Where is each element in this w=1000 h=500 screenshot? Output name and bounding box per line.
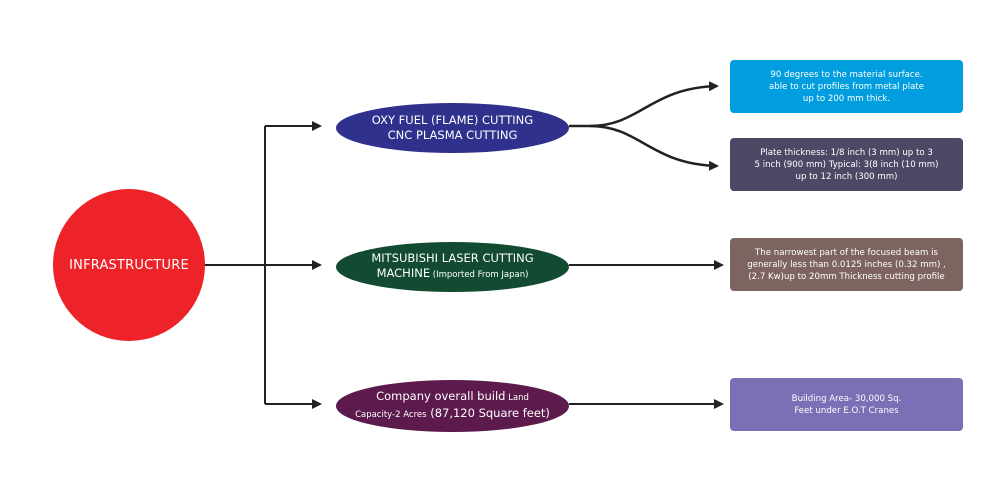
arrow-branch-1-to-box-2 [589, 124, 719, 171]
detail-box-1-line: 90 degrees to the material surface. [770, 69, 923, 80]
detail-box-flame-cutting: 90 degrees to the material surface. able… [730, 60, 963, 113]
detail-box-1-line: able to cut profiles from metal plate [768, 81, 925, 92]
detail-box-4-line: Feet under E.O.T Cranes [794, 405, 899, 416]
detail-box-building-area: Building Area- 30,000 Sq. Feet under E.O… [730, 378, 963, 431]
branch-3-line-1-wrap: Company overall build Land [376, 389, 529, 406]
branch-node-laser-cutting: MITSUBISHI LASER CUTTING MACHINE (Import… [336, 242, 569, 292]
detail-box-laser-cutting: The narrowest part of the focused beam i… [730, 238, 963, 291]
branch-1-line-2: CNC PLASMA CUTTING [387, 128, 518, 142]
detail-box-3-line: (2.7 Kw)up to 20mm Thickness cutting pro… [748, 271, 945, 282]
branch-node-company-build: Company overall build Land Capacity-2 Ac… [336, 380, 569, 432]
branch-3-line-1: Company overall build [376, 389, 506, 403]
branch-3-line-2-prefix: Capacity-2 Acres [355, 410, 427, 420]
detail-box-4-line: Building Area- 30,000 Sq. [791, 393, 902, 404]
branch-node-oxy-fuel: OXY FUEL (FLAME) CUTTING CNC PLASMA CUTT… [336, 103, 569, 153]
infrastructure-node: INFRASTRUCTURE [53, 189, 205, 341]
branch-2-line-2-suffix: (Imported From Japan) [430, 270, 529, 280]
branch-3-line-2-wrap: Capacity-2 Acres (87,120 Square feet) [355, 406, 550, 423]
infrastructure-label: INFRASTRUCTURE [69, 257, 189, 273]
detail-box-2-line: 5 inch (900 mm) Typical: 3(8 inch (10 mm… [754, 159, 939, 170]
detail-box-1-line: up to 200 mm thick. [802, 93, 891, 104]
branch-1-line-1: OXY FUEL (FLAME) CUTTING [371, 113, 534, 127]
branch-2-line-2: MACHINE [376, 266, 431, 280]
detail-box-plasma-cutting: Plate thickness: 1/8 inch (3 mm) up to 3… [730, 138, 963, 191]
detail-box-3-line: The narrowest part of the focused beam i… [755, 247, 938, 258]
detail-box-2-line: Plate thickness: 1/8 inch (3 mm) up to 3 [760, 147, 933, 158]
arrow-branch-1-to-box-1 [569, 81, 719, 128]
branch-2-line-1: MITSUBISHI LASER CUTTING [371, 251, 534, 265]
detail-box-3-line: generally less than 0.0125 inches (0.32 … [747, 259, 946, 270]
detail-box-2-line: up to 12 inch (300 mm) [795, 171, 898, 182]
branch-3-line-2: (87,120 Square feet) [426, 406, 550, 420]
branch-2-line-2-wrap: MACHINE (Imported From Japan) [377, 266, 529, 283]
branch-3-line-1-suffix: Land [505, 393, 529, 403]
